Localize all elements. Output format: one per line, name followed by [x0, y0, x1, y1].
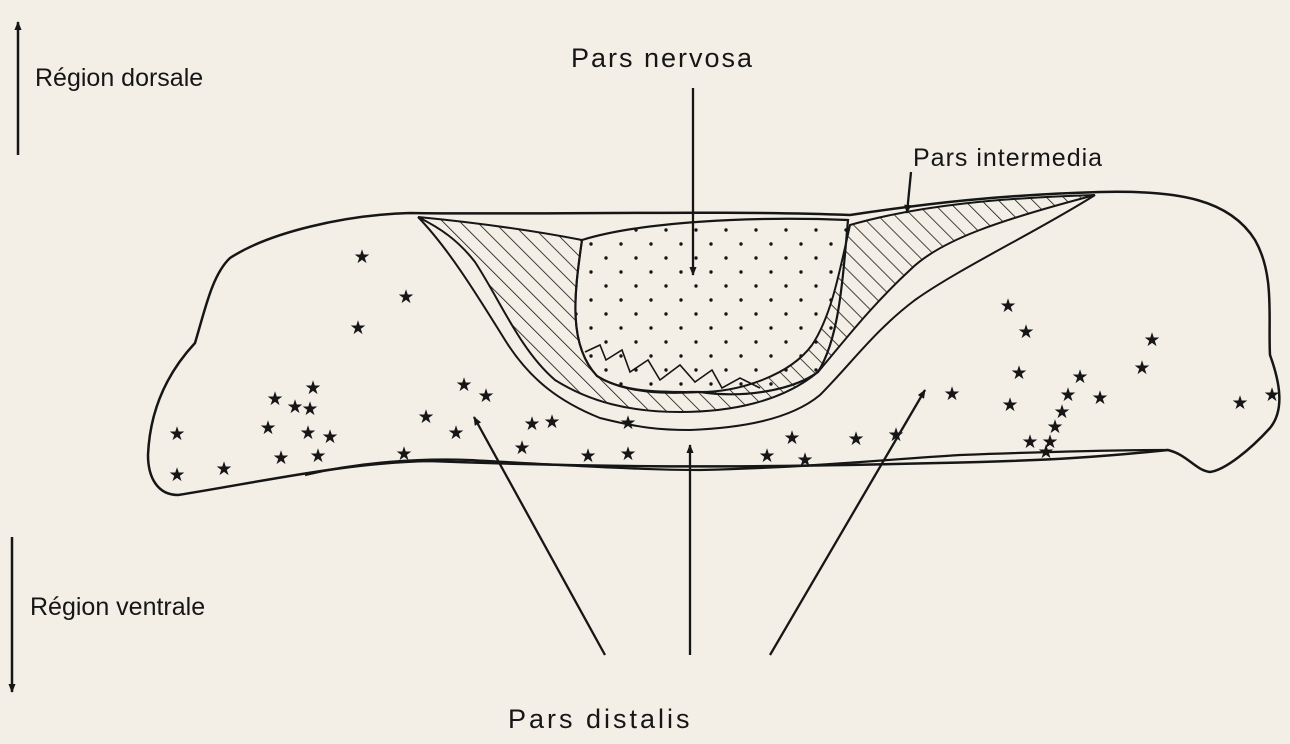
label-pars-intermedia: Pars intermedia	[913, 144, 1103, 172]
star-marker: ★	[455, 374, 472, 396]
star-marker: ★	[1001, 394, 1018, 416]
star-marker: ★	[847, 428, 864, 450]
star-marker: ★	[266, 388, 283, 410]
star-marker: ★	[943, 383, 960, 405]
label-pars-distalis: Pars distalis	[508, 704, 693, 734]
star-marker: ★	[259, 417, 276, 439]
star-marker: ★	[215, 458, 232, 480]
star-marker: ★	[619, 443, 636, 465]
star-marker: ★	[796, 449, 813, 471]
star-marker: ★	[513, 437, 530, 459]
star-marker: ★	[579, 445, 596, 467]
star-marker: ★	[1263, 384, 1280, 406]
star-marker: ★	[309, 445, 326, 467]
star-marker: ★	[1091, 387, 1108, 409]
pars-nervosa-region	[575, 219, 848, 394]
star-marker: ★	[168, 423, 185, 445]
star-marker: ★	[397, 286, 414, 308]
star-marker: ★	[1143, 329, 1160, 351]
star-marker: ★	[299, 422, 316, 444]
star-marker: ★	[417, 406, 434, 428]
star-marker: ★	[1231, 392, 1248, 414]
star-marker: ★	[1037, 441, 1054, 463]
star-marker: ★	[999, 295, 1016, 317]
star-marker: ★	[301, 398, 318, 420]
star-marker: ★	[1021, 431, 1038, 453]
star-marker: ★	[477, 385, 494, 407]
label-pars-nervosa: Pars nervosa	[571, 43, 754, 73]
star-marker: ★	[543, 411, 560, 433]
star-marker: ★	[447, 422, 464, 444]
star-marker: ★	[783, 427, 800, 449]
label-region-dorsale: Région dorsale	[35, 64, 203, 92]
star-marker: ★	[395, 443, 412, 465]
star-marker: ★	[272, 447, 289, 469]
star-marker: ★	[353, 246, 370, 268]
star-marker: ★	[1133, 357, 1150, 379]
star-marker: ★	[619, 412, 636, 434]
star-marker: ★	[168, 464, 185, 486]
label-region-ventrale: Région ventrale	[30, 593, 205, 621]
star-marker: ★	[304, 377, 321, 399]
star-marker: ★	[1017, 321, 1034, 343]
star-marker: ★	[758, 445, 775, 467]
star-marker: ★	[523, 413, 540, 435]
star-marker: ★	[349, 317, 366, 339]
star-marker: ★	[1010, 362, 1027, 384]
